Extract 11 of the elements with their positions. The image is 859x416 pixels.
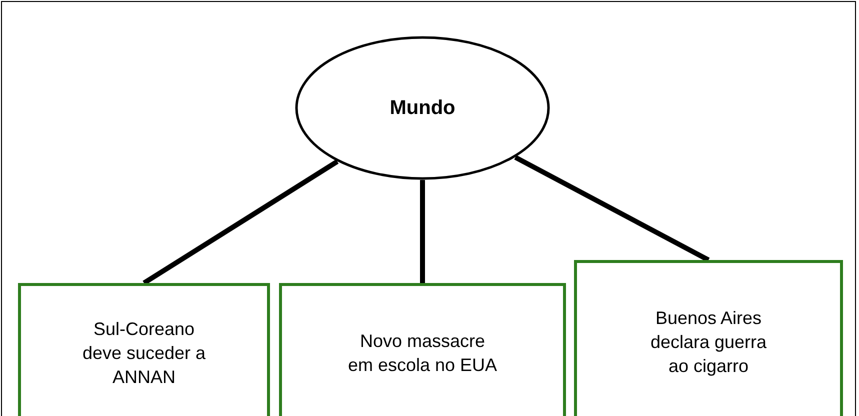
headline-text: Sul-Coreano deve suceder a ANNAN — [81, 318, 207, 389]
connector-line — [142, 159, 339, 286]
headline-text: Novo massacre em escola no EUA — [348, 330, 498, 377]
topic-title: Mundo — [390, 96, 456, 120]
connector-line — [514, 155, 710, 262]
news-box — [18, 283, 270, 416]
news-box — [279, 283, 566, 416]
topic-ellipse — [295, 36, 550, 180]
news-box — [574, 260, 843, 416]
headline-text: Buenos Aires declara guerra ao cigarro — [650, 306, 768, 378]
connector-line — [420, 180, 425, 283]
